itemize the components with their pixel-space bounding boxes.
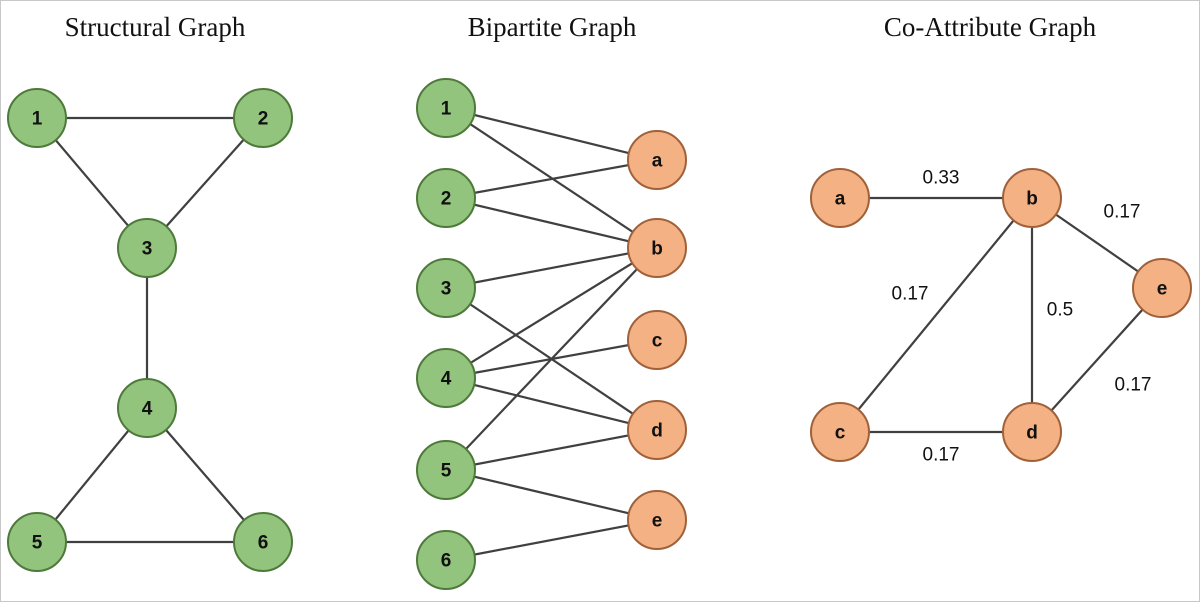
coattribute-weight-b-d: 0.5	[1047, 300, 1073, 321]
bipartite-node-5: 5	[416, 440, 476, 500]
coattribute-edge-b-c	[839, 197, 1033, 433]
bipartite-edge-4-b	[445, 247, 658, 379]
bipartite-node-label-3: 3	[441, 279, 452, 300]
edges-layer	[36, 106, 1163, 562]
bipartite-node-circle-c	[627, 310, 687, 370]
coattribute-node-circle-e	[1132, 258, 1192, 318]
bipartite-edge-1-a	[445, 106, 658, 162]
coattribute-weight-b-c: 0.17	[892, 284, 929, 305]
coattribute-edge-e-d	[1031, 287, 1163, 433]
bipartite-node-3: 3	[416, 258, 476, 318]
bipartite-node-a: a	[627, 130, 687, 190]
co-attribute-graph-title: Co-Attribute Graph	[883, 12, 1097, 42]
structural-node-label-4: 4	[142, 399, 153, 420]
bipartite-edge-4-d	[445, 376, 658, 432]
coattribute-node-label-d: d	[1026, 423, 1038, 444]
bipartite-node-d: d	[627, 400, 687, 460]
bipartite-node-4: 4	[416, 348, 476, 408]
coattribute-node-label-e: e	[1157, 279, 1168, 300]
coattribute-node-label-c: c	[835, 423, 846, 444]
structural-node-circle-5	[7, 512, 67, 572]
coattribute-node-circle-a	[810, 168, 870, 228]
bipartite-node-circle-e	[627, 490, 687, 550]
coattribute-node-a: a	[810, 168, 870, 228]
bipartite-graph-title: Bipartite Graph	[467, 12, 637, 42]
coattribute-node-b: b	[1002, 168, 1062, 228]
bipartite-node-circle-1	[416, 78, 476, 138]
structural-node-label-6: 6	[258, 533, 269, 554]
structural-node-label-3: 3	[142, 239, 153, 260]
bipartite-node-label-c: c	[652, 331, 663, 352]
structural-node-5: 5	[7, 512, 67, 572]
bipartite-node-circle-2	[416, 168, 476, 228]
bipartite-edge-5-e	[445, 468, 658, 522]
coattribute-node-e: e	[1132, 258, 1192, 318]
bipartite-node-c: c	[627, 310, 687, 370]
bipartite-node-circle-6	[416, 530, 476, 590]
structural-node-3: 3	[117, 218, 177, 278]
bipartite-node-label-4: 4	[441, 369, 452, 390]
bipartite-node-e: e	[627, 490, 687, 550]
bipartite-node-circle-b	[627, 218, 687, 278]
bipartite-node-1: 1	[416, 78, 476, 138]
coattribute-weight-b-e: 0.17	[1104, 202, 1141, 223]
bipartite-edge-2-b	[445, 196, 658, 250]
bipartite-node-circle-d	[627, 400, 687, 460]
bipartite-node-circle-4	[416, 348, 476, 408]
bipartite-node-circle-a	[627, 130, 687, 190]
nodes-layer: 1 2 3 4 5 6 1 2 3 4 5 6 a b c d e a b c d e	[7, 78, 1192, 590]
coattribute-node-circle-d	[1002, 402, 1062, 462]
bipartite-node-label-1: 1	[441, 99, 452, 120]
bipartite-edge-6-e	[445, 518, 658, 562]
coattribute-node-circle-b	[1002, 168, 1062, 228]
bipartite-node-circle-5	[416, 440, 476, 500]
coattribute-weight-e-d: 0.17	[1115, 375, 1152, 396]
weights-layer: 0.33 0.17 0.17 0.5 0.17 0.17	[892, 168, 1152, 466]
coattribute-node-circle-c	[810, 402, 870, 462]
bipartite-edge-5-d	[445, 428, 658, 472]
bipartite-node-circle-3	[416, 258, 476, 318]
structural-node-label-5: 5	[32, 533, 43, 554]
structural-node-circle-3	[117, 218, 177, 278]
bipartite-node-6: 6	[416, 530, 476, 590]
structural-node-circle-6	[233, 512, 293, 572]
bipartite-node-label-6: 6	[441, 551, 452, 572]
structural-node-4: 4	[117, 378, 177, 438]
coattribute-node-d: d	[1002, 402, 1062, 462]
structural-node-circle-4	[117, 378, 177, 438]
structural-node-label-2: 2	[258, 109, 269, 130]
structural-node-1: 1	[7, 88, 67, 148]
coattribute-weight-a-b: 0.33	[923, 168, 960, 189]
structural-node-label-1: 1	[32, 109, 43, 130]
bipartite-node-label-a: a	[652, 151, 663, 172]
coattribute-node-label-b: b	[1026, 189, 1038, 210]
structural-node-6: 6	[233, 512, 293, 572]
coattribute-node-label-a: a	[835, 189, 846, 210]
bipartite-node-label-d: d	[651, 421, 663, 442]
structural-node-circle-2	[233, 88, 293, 148]
structural-node-2: 2	[233, 88, 293, 148]
bipartite-edge-3-b	[445, 246, 658, 290]
bipartite-node-label-5: 5	[441, 461, 452, 482]
bipartite-node-2: 2	[416, 168, 476, 228]
coattribute-node-c: c	[810, 402, 870, 462]
structural-node-circle-1	[7, 88, 67, 148]
bipartite-node-label-2: 2	[441, 189, 452, 210]
bipartite-edge-2-a	[445, 158, 658, 200]
structural-graph-title: Structural Graph	[64, 12, 246, 42]
bipartite-node-b: b	[627, 218, 687, 278]
bipartite-node-label-e: e	[652, 511, 663, 532]
bipartite-node-label-b: b	[651, 239, 663, 260]
bipartite-edge-5-b	[445, 247, 658, 471]
coattribute-weight-c-d: 0.17	[923, 445, 960, 466]
